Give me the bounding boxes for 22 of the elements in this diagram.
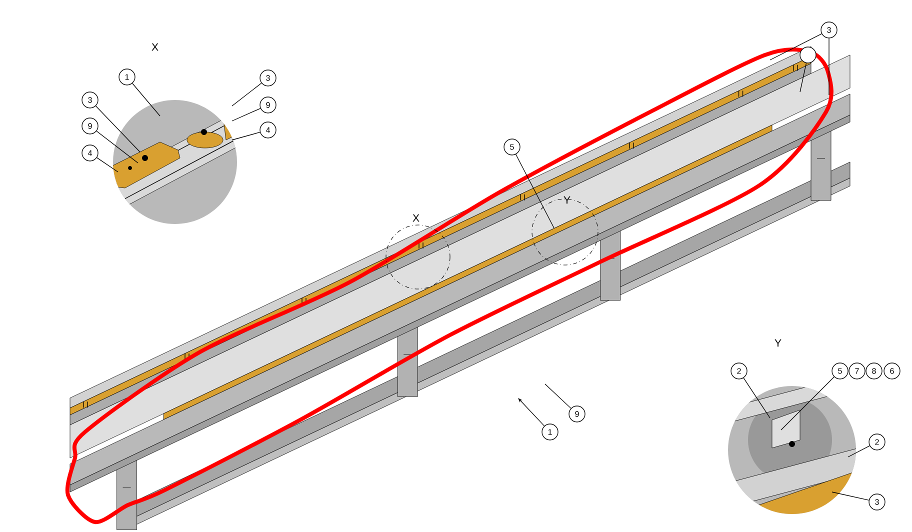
leader-line [832,492,870,501]
leader-line [95,106,140,152]
leader-line [516,154,554,228]
view-label: Y [774,339,782,347]
leader-line [96,130,138,164]
leader-line [96,157,118,172]
leader-line [770,33,822,60]
leader-line [800,62,807,92]
leader-line [544,384,572,409]
leader-line [743,378,770,418]
leader-line [828,38,830,96]
leader-line [132,83,160,116]
leader-line [232,82,262,106]
leader-line [232,132,260,140]
leader-line [232,108,261,122]
view-label: X [152,43,158,51]
callout-circle [800,46,816,64]
view-label: X [412,214,420,222]
view-label: Y [564,196,570,204]
leader-line [848,446,870,458]
leader-line [518,398,545,426]
leader-line [780,376,834,430]
